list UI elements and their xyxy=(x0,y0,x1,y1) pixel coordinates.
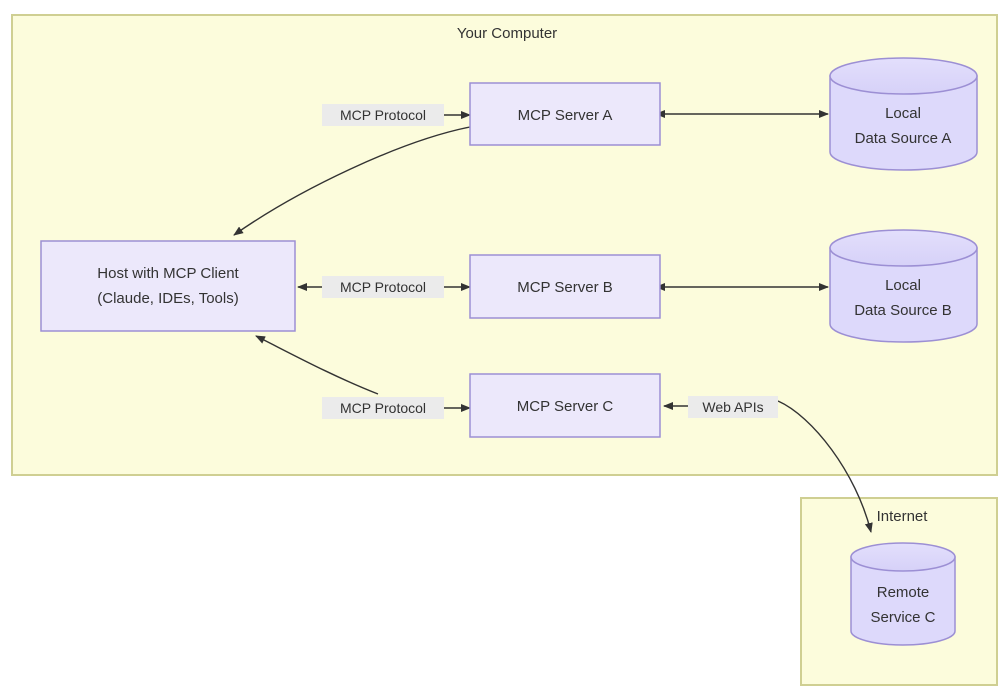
node-local-data-source-b[interactable]: Local Data Source B xyxy=(829,229,978,343)
node-host-label-line2: (Claude, IDEs, Tools) xyxy=(97,290,238,307)
edge-label-text: MCP Protocol xyxy=(340,107,426,123)
node-server-c-label: MCP Server C xyxy=(517,398,614,415)
edge-label-chip xyxy=(322,276,444,298)
edge-label-chip xyxy=(688,396,778,418)
database-cylinder-top-icon xyxy=(850,542,956,572)
node-server-b-label: MCP Server B xyxy=(517,279,613,296)
node-server-a-rect[interactable] xyxy=(469,82,661,146)
database-cylinder-top-icon xyxy=(829,229,978,267)
node-remote-service-c[interactable]: Remote Service C xyxy=(850,542,956,646)
edge-server-c-to-host xyxy=(255,335,379,395)
edge-remote-service-to-web-apis xyxy=(777,400,873,533)
node-server-b[interactable]: MCP Server B xyxy=(469,254,661,319)
edge-label-text: Web APIs xyxy=(702,399,763,415)
database-cylinder-top-icon xyxy=(829,57,978,95)
edge-label-text: MCP Protocol xyxy=(340,400,426,416)
edge-label-text: MCP Protocol xyxy=(340,279,426,295)
edge-label-mcp-protocol-a: MCP Protocol xyxy=(322,104,444,126)
node-server-a[interactable]: MCP Server A xyxy=(469,82,661,146)
node-server-c[interactable]: MCP Server C xyxy=(469,373,661,438)
node-remote-service-c-label-line2: Service C xyxy=(870,609,935,626)
database-cylinder-icon xyxy=(829,75,978,171)
node-server-c-rect[interactable] xyxy=(469,373,661,438)
group-internet: Internet xyxy=(800,497,998,686)
node-local-data-source-a-label-line1: Local xyxy=(885,105,921,122)
node-server-a-label: MCP Server A xyxy=(518,107,613,124)
group-your-computer-label: Your Computer xyxy=(457,25,557,42)
node-remote-service-c-label-line1: Remote xyxy=(877,584,930,601)
edge-label-mcp-protocol-c: MCP Protocol xyxy=(322,397,444,419)
node-host[interactable]: Host with MCP Client (Claude, IDEs, Tool… xyxy=(40,240,296,332)
database-cylinder-icon xyxy=(850,556,956,646)
group-internet-rect xyxy=(800,497,998,686)
node-local-data-source-b-label-line1: Local xyxy=(885,277,921,294)
edge-label-chip xyxy=(322,397,444,419)
database-cylinder-icon xyxy=(829,247,978,343)
node-server-b-rect[interactable] xyxy=(469,254,661,319)
edge-label-mcp-protocol-b: MCP Protocol xyxy=(322,276,444,298)
node-local-data-source-b-label-line2: Data Source B xyxy=(854,302,952,319)
node-host-rect[interactable] xyxy=(40,240,296,332)
group-internet-label: Internet xyxy=(877,508,929,525)
edge-label-web-apis: Web APIs xyxy=(688,396,778,418)
edge-label-chip xyxy=(322,104,444,126)
node-local-data-source-a-label-line2: Data Source A xyxy=(855,130,952,147)
edge-server-a-to-host xyxy=(233,126,471,236)
node-host-label-line1: Host with MCP Client xyxy=(97,265,239,282)
node-local-data-source-a[interactable]: Local Data Source A xyxy=(829,57,978,171)
edges-layer xyxy=(233,110,873,533)
